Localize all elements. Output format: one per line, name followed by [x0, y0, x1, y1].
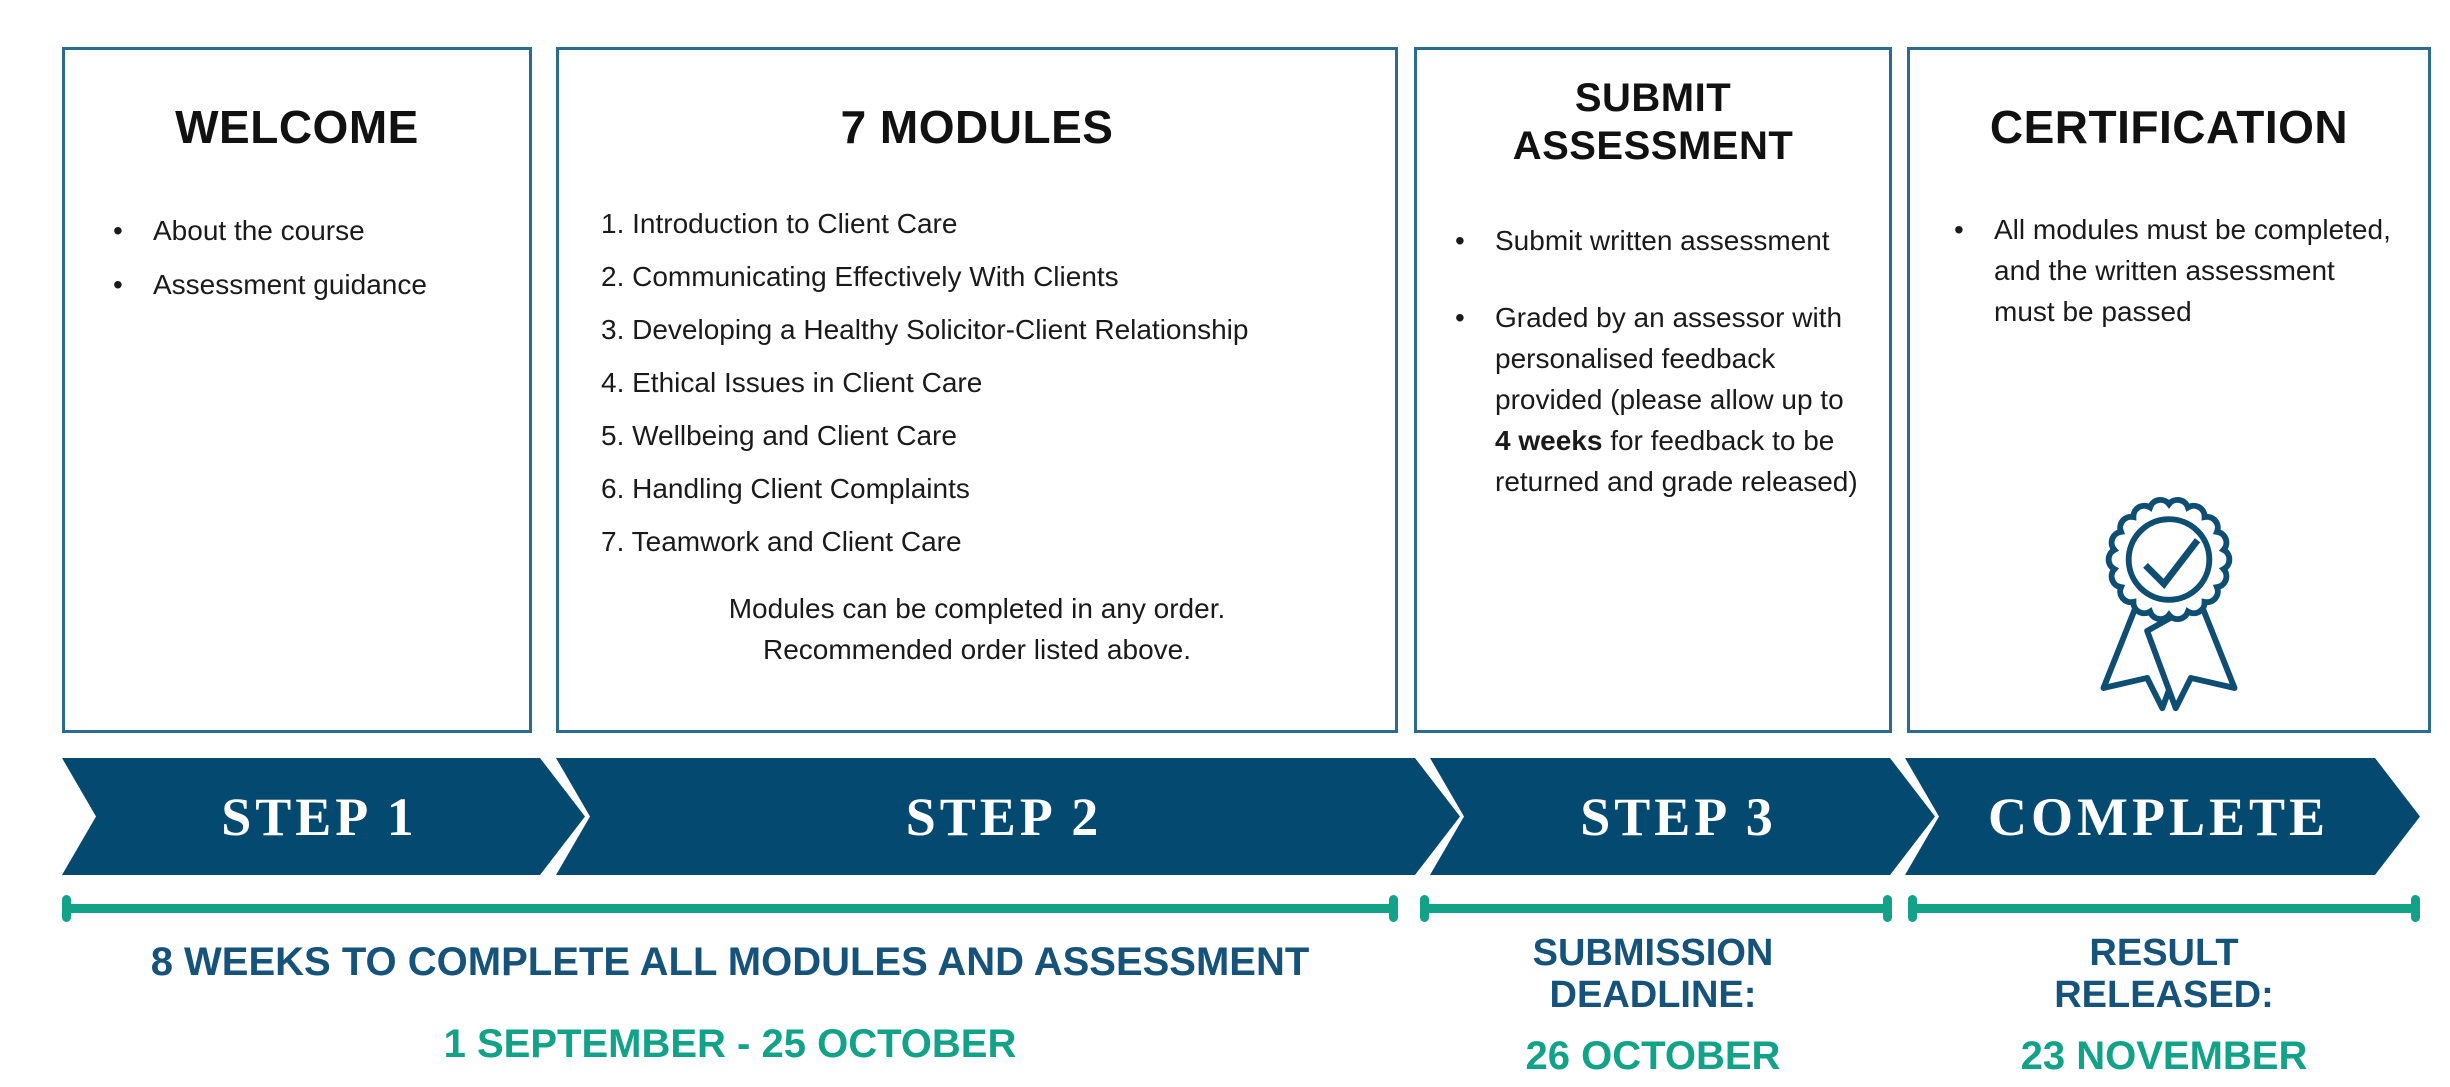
list-item: 7. Teamwork and Client Care [601, 525, 962, 557]
certification-title: CERTIFICATION [1989, 101, 2349, 153]
period-1-heading: 8 WEEKS TO COMPLETE ALL MODULES AND ASSE… [150, 940, 1310, 984]
welcome-bullet-1: About the course [153, 214, 365, 246]
certification-bullet-list: • All modules must be completed, and the… [1910, 209, 2428, 332]
complete-chevron: COMPLETE [1905, 758, 2420, 875]
submit-bullet-1: Submit written assessment [1495, 225, 1830, 256]
period-2-dates: 26 OCTOBER [1525, 1034, 1781, 1078]
timeline-period-3: RESULT RELEASED: 23 NOVEMBER [1902, 932, 2426, 1079]
period-3-heading-line2: RELEASED: [2054, 974, 2274, 1016]
welcome-box: WELCOME • About the course • Assessment … [62, 47, 532, 733]
list-item: • Submit written assessment [1447, 220, 1861, 261]
period-3-dates: 23 NOVEMBER [2020, 1034, 2308, 1078]
timeline-bracket-modules [62, 895, 1398, 922]
step-2-chevron: STEP 2 [556, 758, 1460, 875]
modules-note-line2: Recommended order listed above. [762, 634, 1191, 665]
submit-bullet-2: Graded by an assessor with personalised … [1495, 302, 1858, 497]
period-3-heading-line1: RESULT [2089, 932, 2239, 974]
timeline-bracket-submission [1420, 895, 1892, 922]
bullet-icon: • [1455, 225, 1465, 256]
list-item: 4. Ethical Issues in Client Care [601, 366, 983, 398]
modules-box: 7 MODULES 1. Introduction to Client Care… [556, 47, 1398, 733]
bullet-icon: • [113, 214, 123, 246]
period-2-heading-line2: DEADLINE: [1549, 974, 1757, 1016]
timeline-period-2: SUBMISSION DEADLINE: 26 OCTOBER [1414, 932, 1892, 1079]
list-item: • Graded by an assessor with personalise… [1447, 297, 1861, 502]
award-ribbon-icon [1910, 488, 2428, 720]
modules-note-line1: Modules can be completed in any order. [728, 593, 1226, 624]
list-item: 1. Introduction to Client Care [601, 207, 958, 239]
period-1-dates: 1 SEPTEMBER - 25 OCTOBER [443, 1022, 1017, 1066]
submit-assessment-box: SUBMIT ASSESSMENT • Submit written asses… [1414, 47, 1892, 733]
submit-bullet-2-bold: 4 weeks [1495, 425, 1603, 456]
period-2-heading: SUBMISSION DEADLINE: [1414, 932, 1892, 1016]
step-2-label: STEP 2 [905, 786, 1103, 847]
step-3-label: STEP 3 [1580, 786, 1777, 847]
modules-list: 1. Introduction to Client Care 2. Commun… [559, 207, 1395, 557]
bullet-icon: • [1455, 302, 1465, 333]
certification-box: CERTIFICATION • All modules must be comp… [1907, 47, 2431, 733]
period-2-heading-line1: SUBMISSION [1532, 932, 1774, 974]
list-item: 3. Developing a Healthy Solicitor-Client… [601, 313, 1249, 345]
bullet-icon: • [113, 268, 123, 300]
welcome-title: WELCOME [175, 101, 419, 153]
submit-title: SUBMIT ASSESSMENT [1512, 76, 1794, 168]
period-3-heading: RESULT RELEASED: [1902, 932, 2426, 1016]
list-item: 5. Wellbeing and Client Care [601, 419, 957, 451]
timeline-period-1: 8 WEEKS TO COMPLETE ALL MODULES AND ASSE… [62, 940, 1398, 1067]
list-item: • Assessment guidance [105, 265, 509, 305]
step-1-label: STEP 1 [221, 786, 418, 847]
bullet-icon: • [1954, 213, 1964, 245]
timeline-bracket-result [1908, 895, 2420, 922]
welcome-bullet-list: • About the course • Assessment guidance [65, 211, 529, 305]
modules-note: Modules can be completed in any order. R… [559, 588, 1395, 670]
list-item: 2. Communicating Effectively With Client… [601, 260, 1119, 292]
complete-label: COMPLETE [1987, 786, 2330, 847]
welcome-bullet-2: Assessment guidance [153, 268, 427, 300]
list-item: 6. Handling Client Complaints [601, 472, 970, 504]
list-item: • About the course [105, 211, 509, 251]
list-item: • All modules must be completed, and the… [1946, 209, 2402, 332]
step-1-chevron: STEP 1 [62, 758, 585, 875]
modules-title: 7 MODULES [840, 101, 1114, 153]
certification-bullet: All modules must be completed, and the w… [1994, 213, 2391, 327]
submit-bullet-list: • Submit written assessment • Graded by … [1417, 220, 1889, 502]
step-3-chevron: STEP 3 [1430, 758, 1935, 875]
